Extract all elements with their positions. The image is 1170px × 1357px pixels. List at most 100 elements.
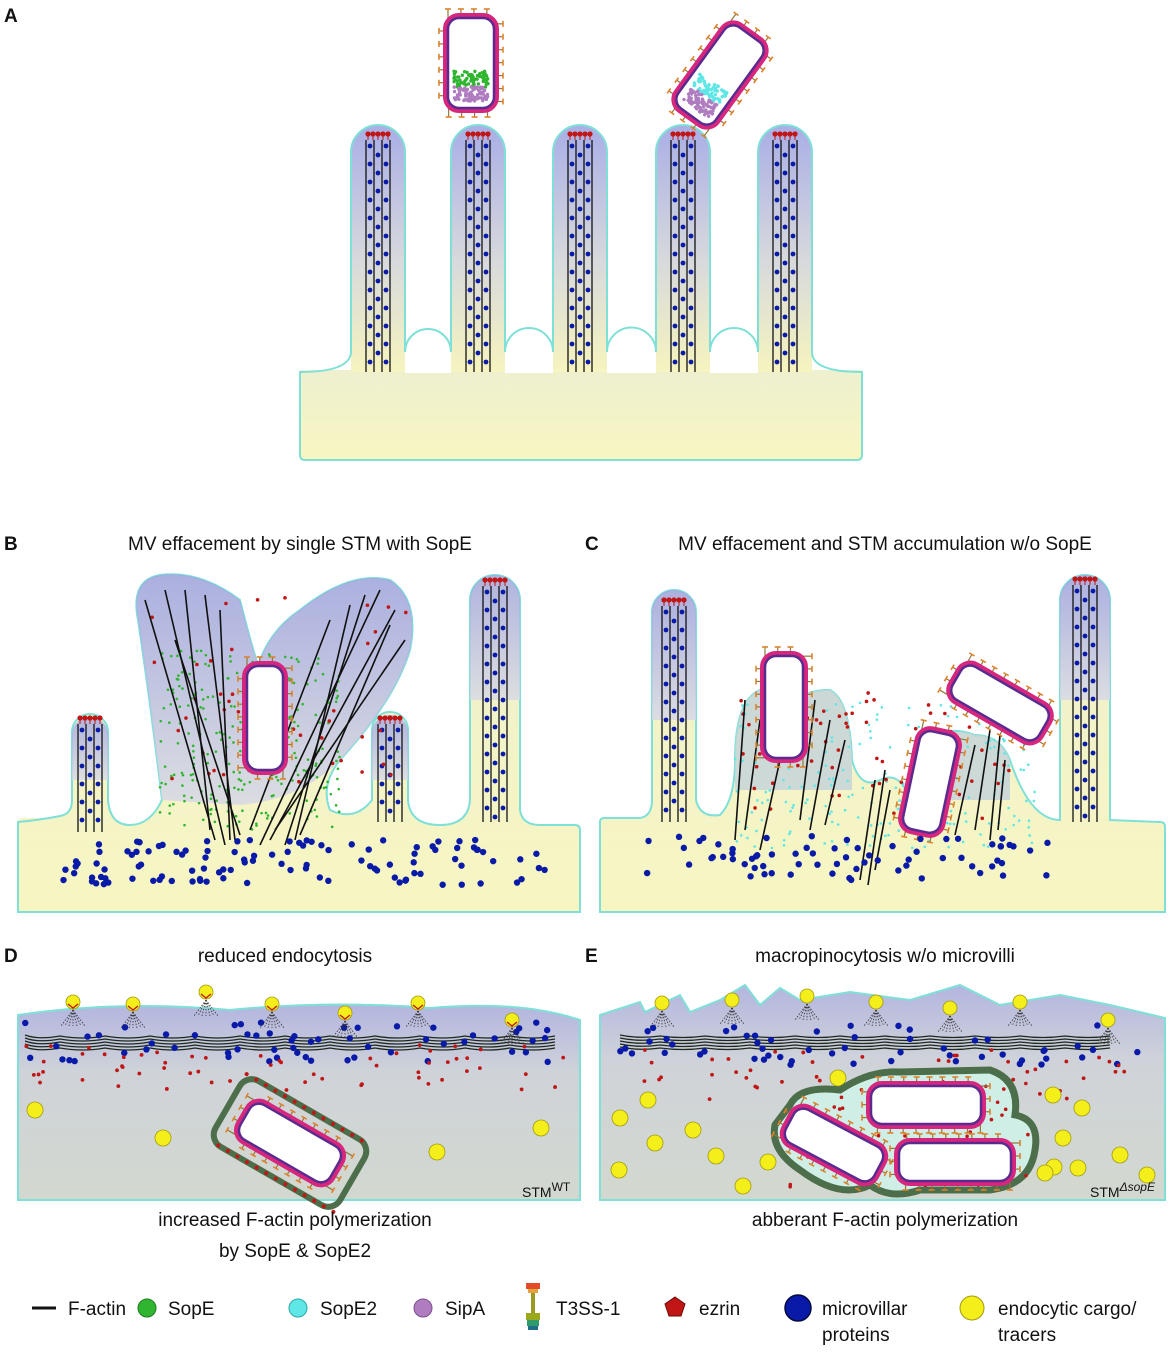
- microvillar-protein-dot: [751, 1055, 758, 1062]
- ezrin-dot: [670, 131, 676, 137]
- microvillar-protein-dot: [774, 251, 780, 257]
- microvillar-protein-dot: [136, 839, 143, 846]
- ezrin-dot: [264, 1171, 269, 1176]
- t3ss-tip: [323, 1128, 330, 1133]
- sope2-dot: [755, 829, 758, 833]
- microvillar-protein-dot: [492, 634, 498, 640]
- sope-dot: [336, 694, 340, 698]
- ezrin-dot: [642, 1079, 647, 1084]
- microvillar-protein-dot: [95, 763, 101, 769]
- microvillar-protein-dot: [402, 877, 409, 884]
- ezrin-dot: [837, 1107, 842, 1111]
- sope-dot: [293, 720, 296, 724]
- sope-dot: [474, 77, 478, 81]
- sope2-dot: [888, 746, 892, 749]
- endocytic-cargo: [1100, 1012, 1116, 1028]
- microvillar-protein-dot: [100, 880, 108, 888]
- microvillar-protein-dot: [680, 350, 686, 356]
- sope-dot: [294, 756, 298, 760]
- ezrin-dot: [24, 1044, 29, 1049]
- t3ss-tip: [335, 1135, 342, 1140]
- microvillar-protein-dot: [688, 161, 694, 167]
- sope-dot: [204, 662, 207, 666]
- ezrin-dot: [866, 691, 870, 695]
- microvillar-protein-dot: [383, 215, 389, 221]
- ezrin-dot: [31, 1072, 36, 1077]
- microvillar-protein-dot: [782, 242, 788, 248]
- strain-name-e: STM: [1090, 1184, 1120, 1200]
- sope-dot: [232, 770, 236, 774]
- ezrin-dot: [485, 131, 491, 137]
- microvillar-protein-dot: [1082, 813, 1088, 819]
- sipa-dot: [701, 105, 706, 109]
- t3ss-needle: [730, 13, 737, 22]
- ezrin-dot: [116, 1084, 121, 1089]
- t3ss-tip: [1041, 741, 1047, 748]
- microvillar-protein-dot: [483, 197, 489, 203]
- sope-dot: [210, 793, 213, 796]
- sope-dot: [191, 772, 195, 776]
- ezrin-dot: [752, 786, 757, 791]
- actin-filament: [60, 1009, 74, 1027]
- microvillar-protein-dot: [492, 796, 498, 802]
- ezrin-dot: [227, 699, 231, 704]
- microvillar-protein-dot: [1074, 660, 1080, 666]
- microvillar-protein-dot: [767, 1036, 775, 1044]
- ezrin-dot: [203, 1055, 208, 1060]
- sope2-dot: [906, 723, 910, 727]
- endocytic-pit: [412, 1004, 424, 1010]
- sipa-dot: [697, 105, 702, 109]
- actin-filament: [205, 999, 219, 1017]
- ezrin-dot: [321, 1116, 326, 1121]
- ezrin-dot: [389, 772, 393, 777]
- sope2-dot: [788, 785, 791, 789]
- sope-dot: [204, 653, 208, 657]
- sipa-dot: [692, 90, 697, 95]
- actin-filament: [806, 1003, 820, 1021]
- ezrin-dot: [995, 1100, 1000, 1105]
- sope2-dot: [823, 842, 826, 845]
- microvillar-protein-dot: [387, 790, 393, 796]
- ezrin-dot: [394, 1051, 399, 1056]
- microvillar-protein-dot: [383, 233, 389, 239]
- t3ss-tip: [770, 1131, 776, 1138]
- microvillar-protein-dot: [646, 1038, 653, 1045]
- t3ss-tip: [933, 721, 940, 725]
- microvillar-protein-dot: [680, 278, 686, 284]
- legend-item-factin: F-actin: [32, 1299, 126, 1320]
- microvillar-protein-dot: [1090, 696, 1096, 702]
- microvillar-protein-dot: [671, 744, 677, 750]
- t3ss-tip: [973, 719, 980, 725]
- microvillar-protein-dot: [484, 769, 490, 775]
- microvillar-protein-dot: [348, 841, 355, 848]
- sope-dot: [191, 778, 194, 782]
- sope-dot: [462, 82, 466, 86]
- microvillar-protein-dot: [569, 161, 575, 167]
- endocytic-cargo: [1012, 994, 1028, 1010]
- sope2-dot: [712, 82, 717, 87]
- microvillar-protein-dot: [484, 733, 490, 739]
- microvillar-protein-dot: [782, 332, 788, 338]
- legend-mvp-label-2: proteins: [822, 1325, 890, 1346]
- t3ss-tip: [238, 1104, 243, 1111]
- sope-dot: [180, 771, 184, 775]
- sipa-dot-icon: [413, 1298, 433, 1318]
- microvillar-protein-dot: [367, 179, 373, 185]
- sope-dot: [292, 681, 296, 685]
- ezrin-dot: [1082, 576, 1088, 582]
- microvillar-protein-dot: [774, 161, 780, 167]
- microvillar-protein-dot: [968, 863, 976, 870]
- ezrin-dot: [839, 1095, 844, 1100]
- ezrin-dot: [365, 603, 370, 608]
- ezrin-dot: [87, 1045, 91, 1050]
- endocytosis-cell-d: [17, 984, 581, 1214]
- microvillar-protein-dot: [483, 323, 489, 329]
- microvillar-protein-dot: [790, 359, 796, 365]
- microvillar-protein-dot: [790, 323, 796, 329]
- t3ss-tip: [883, 1170, 888, 1177]
- salmonella-bacterium: [438, 8, 504, 118]
- salmonella-bacterium: [861, 1076, 991, 1134]
- sipa-dot: [462, 98, 466, 103]
- microvillar-protein-dot: [250, 852, 258, 860]
